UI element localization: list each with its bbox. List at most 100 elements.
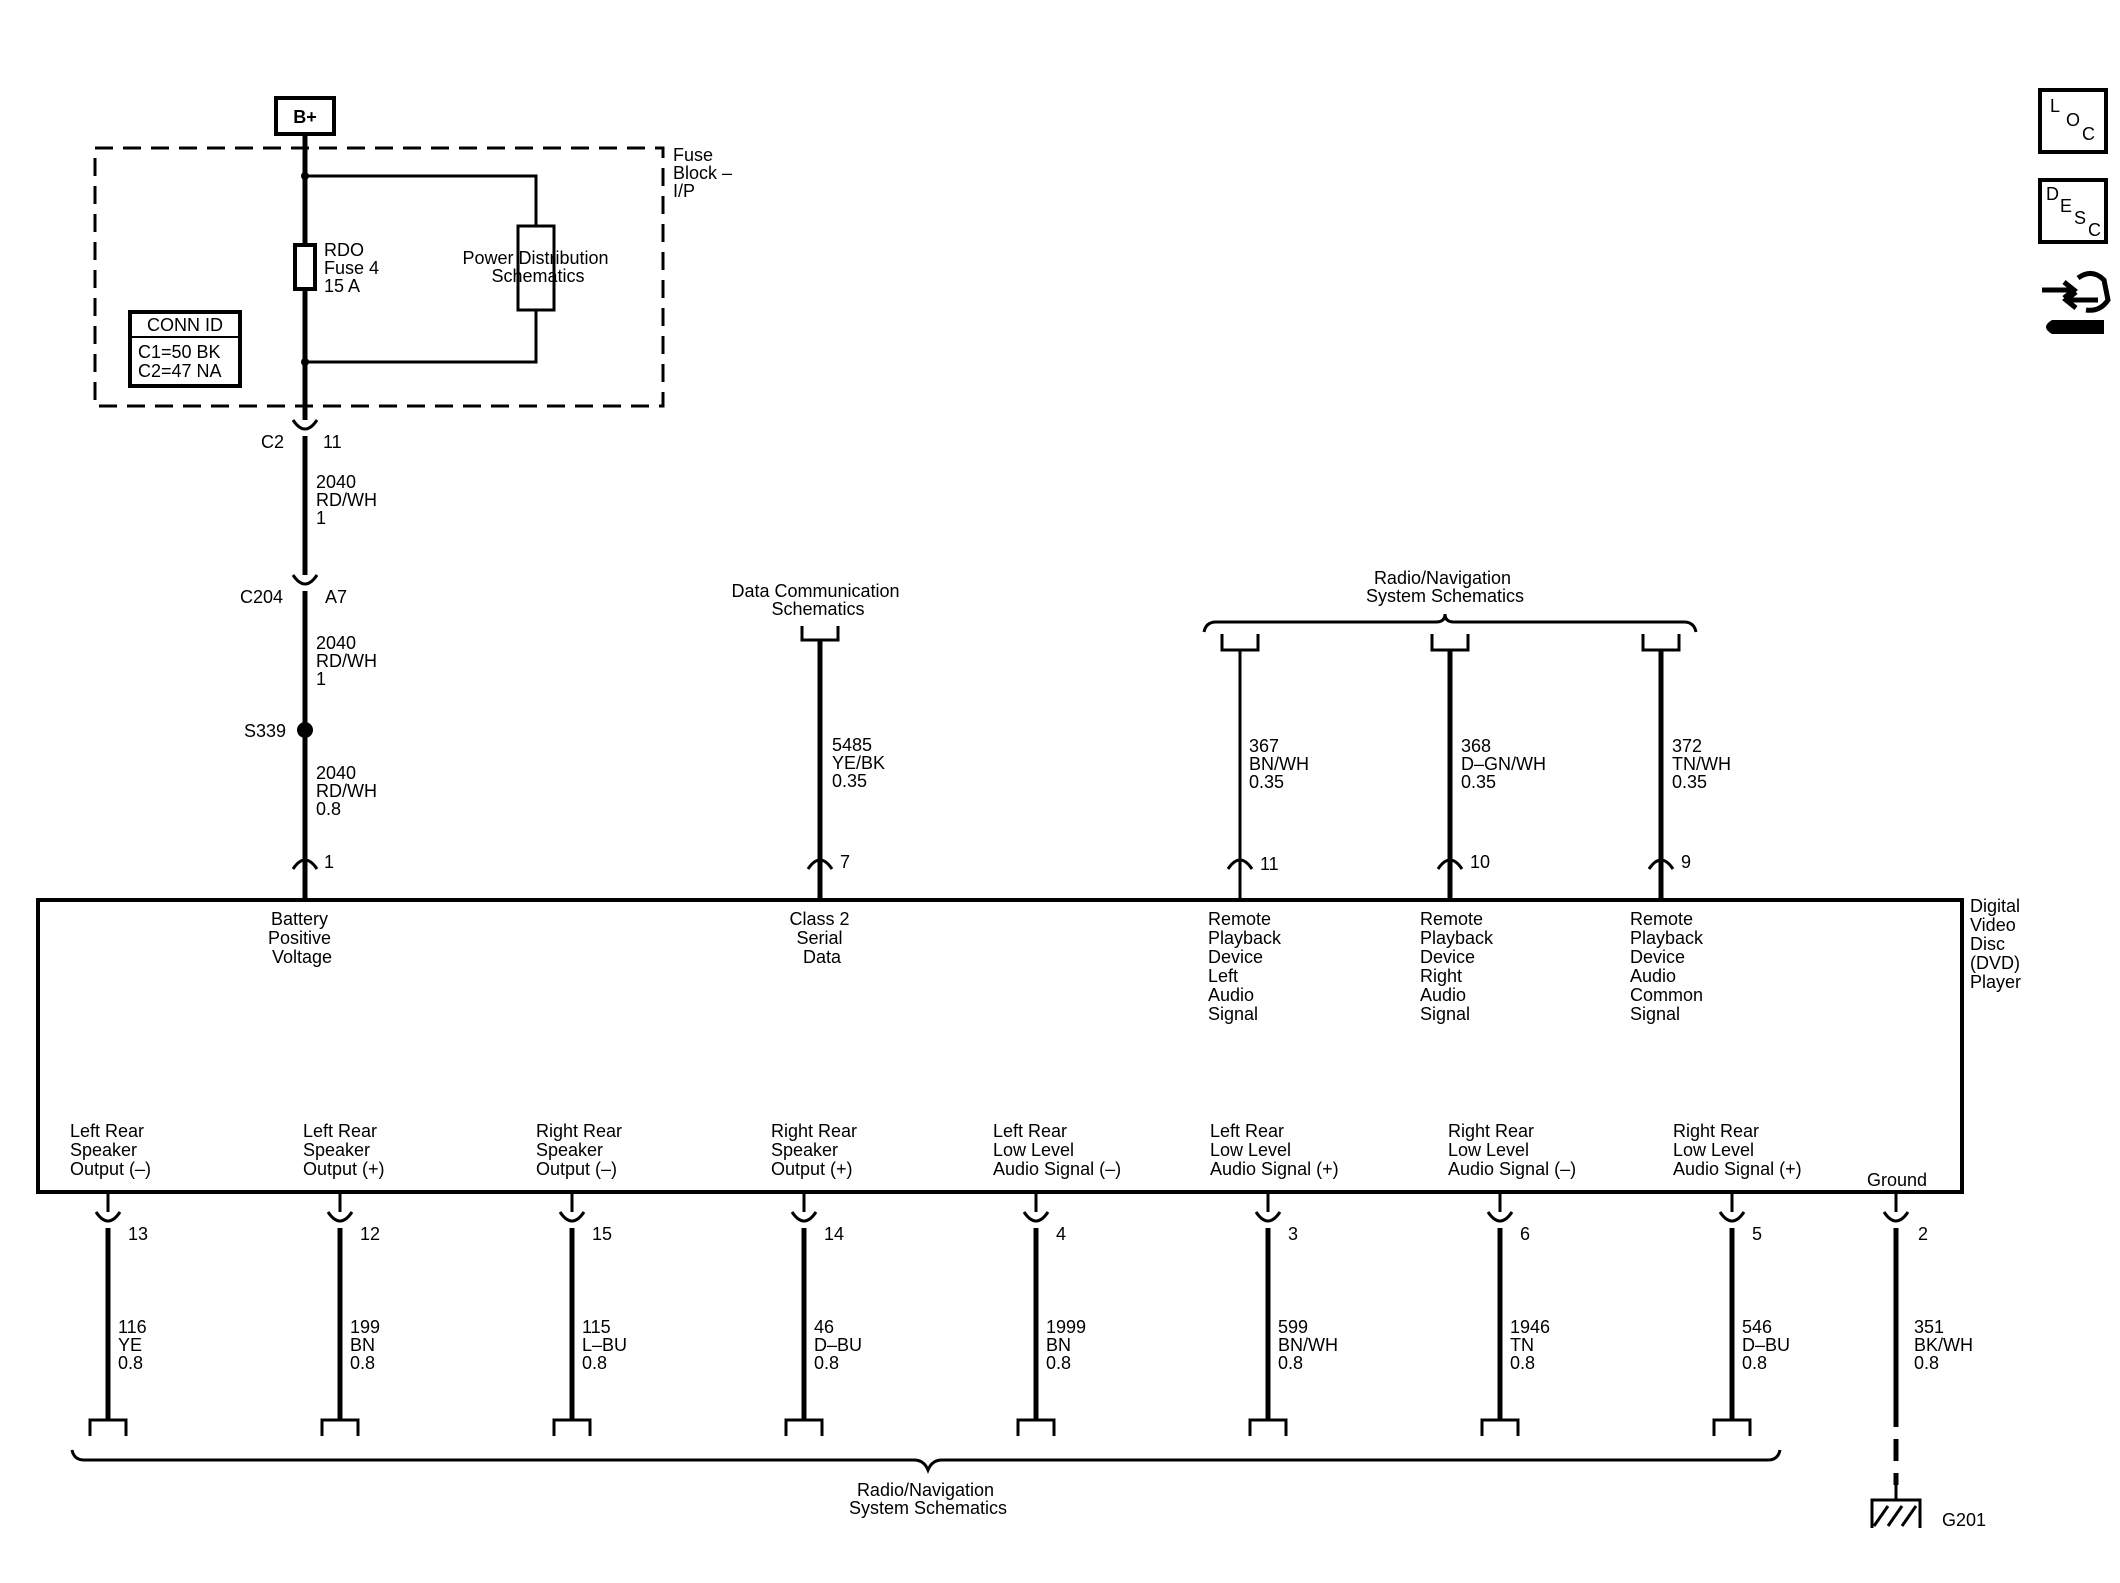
radio-nav-bottom-brace — [70, 1449, 1782, 1475]
pin-6-number: 6 — [1520, 1224, 1530, 1244]
conn-id-rows: C1=50 BK C2=47 NA — [138, 342, 226, 381]
pin-10-function: Remote Playback Device Right Audio Signa… — [1420, 909, 1498, 1024]
pin-9-wire-label: 372 TN/WH 0.35 — [1672, 736, 1736, 792]
ground-pin-function: Ground — [1867, 1170, 1927, 1190]
battery-source-label: B+ — [293, 107, 317, 127]
desc-icon[interactable]: D E S C — [2038, 178, 2108, 244]
pin-7-number: 7 — [840, 852, 850, 872]
svg-text:O: O — [2066, 110, 2080, 130]
ground-id-label: G201 — [1942, 1510, 1986, 1530]
fuse-label: RDO Fuse 4 15 A — [324, 240, 384, 296]
pin-1-number: 1 — [324, 852, 334, 872]
fuse-symbol — [293, 243, 317, 291]
pin-15-ref-bracket — [552, 1418, 592, 1436]
pin-10-ref-bracket — [1430, 634, 1470, 652]
pin-13-number: 13 — [128, 1224, 148, 1244]
ground-wire-label: 351 BK/WH 0.8 — [1914, 1317, 1978, 1373]
svg-text:E: E — [2060, 196, 2072, 216]
pin-13-connector — [94, 1211, 122, 1223]
svg-text:C: C — [2082, 124, 2095, 144]
pin-9-function: Remote Playback Device Audio Common Sign… — [1630, 909, 1708, 1024]
pin-5-ref-bracket — [1712, 1418, 1752, 1436]
pin-9-ref-bracket — [1641, 634, 1681, 652]
pin-4-ref-bracket — [1016, 1418, 1056, 1436]
pin-5-connector — [1718, 1211, 1746, 1223]
c2-label: C2 — [261, 432, 284, 452]
pin-10-number: 10 — [1470, 852, 1490, 872]
data-comm-ref-bracket — [800, 626, 840, 642]
c2-connector-symbol — [291, 419, 319, 431]
pin-12-ref-bracket — [320, 1418, 360, 1436]
pin-11-wire-label: 367 BN/WH 0.35 — [1249, 736, 1314, 792]
fuse-block-label: Fuse Block – I/P — [673, 145, 737, 201]
pin-4-connector — [1022, 1211, 1050, 1223]
ground-pin-connector — [1882, 1211, 1910, 1223]
fuse-block-outline — [93, 146, 665, 408]
svg-text:C: C — [2088, 220, 2101, 240]
pin-6-connector — [1486, 1211, 1514, 1223]
pin-9-connector — [1647, 858, 1675, 870]
splice-label: S339 — [244, 721, 286, 741]
conn-id-title: CONN ID — [147, 315, 223, 335]
data-comm-ref-label: Data Communication Schematics — [731, 581, 904, 619]
feed-wire-3-label: 2040 RD/WH 0.8 — [316, 763, 382, 819]
feed-wire-1-label: 2040 RD/WH 1 — [316, 472, 382, 528]
svg-text:S: S — [2074, 208, 2086, 228]
pin-3-connector — [1254, 1211, 1282, 1223]
pin-3-number: 3 — [1288, 1224, 1298, 1244]
pin-11-function: Remote Playback Device Left Audio Signal — [1208, 909, 1286, 1024]
diagnostic-tool-icon[interactable] — [2042, 271, 2111, 334]
pin-11-connector — [1226, 858, 1254, 870]
loc-icon[interactable]: L O C — [2038, 88, 2108, 154]
radio-nav-bottom-ref-label: Radio/Navigation System Schematics — [849, 1480, 1007, 1518]
c204-pin: A7 — [325, 587, 347, 607]
pin-15-connector — [558, 1211, 586, 1223]
c2-pin: 11 — [323, 432, 342, 452]
radio-nav-top-ref-label: Radio/Navigation System Schematics — [1366, 568, 1524, 606]
pin-14-connector — [790, 1211, 818, 1223]
power-dist-wire-top — [305, 174, 538, 226]
pin-1-function: Battery Positive Voltage — [268, 909, 336, 967]
pin-7-connector — [806, 858, 834, 870]
pin-6-ref-bracket — [1480, 1418, 1520, 1436]
radio-nav-top-brace — [1202, 613, 1698, 633]
svg-text:D: D — [2046, 184, 2059, 204]
ground-symbol — [1870, 1485, 1922, 1528]
dvd-player-box — [36, 898, 1964, 1194]
pin-9-number: 9 — [1681, 852, 1691, 872]
pin-14-ref-bracket — [784, 1418, 824, 1436]
pin-1-connector — [291, 858, 319, 870]
c204-connector-symbol — [291, 574, 319, 586]
power-dist-wire-bottom — [305, 310, 538, 364]
pin-10-connector — [1436, 858, 1464, 870]
power-dist-label: Power Distribution Schematics — [462, 248, 613, 286]
pin-12-connector — [326, 1211, 354, 1223]
ground-pin-number: 2 — [1918, 1224, 1928, 1244]
pin-11-ref-bracket — [1220, 634, 1260, 652]
dvd-player-name: Digital Video Disc (DVD) Player — [1970, 896, 2025, 992]
splice-s339 — [297, 722, 313, 738]
svg-text:L: L — [2050, 96, 2060, 116]
c204-label: C204 — [240, 587, 283, 607]
pin-7-wire-label: 5485 YE/BK 0.35 — [832, 735, 890, 791]
pin-12-number: 12 — [360, 1224, 380, 1244]
pin-15-number: 15 — [592, 1224, 612, 1244]
feed-wire-2-label: 2040 RD/WH 1 — [316, 633, 382, 689]
pin-13-ref-bracket — [88, 1418, 128, 1436]
